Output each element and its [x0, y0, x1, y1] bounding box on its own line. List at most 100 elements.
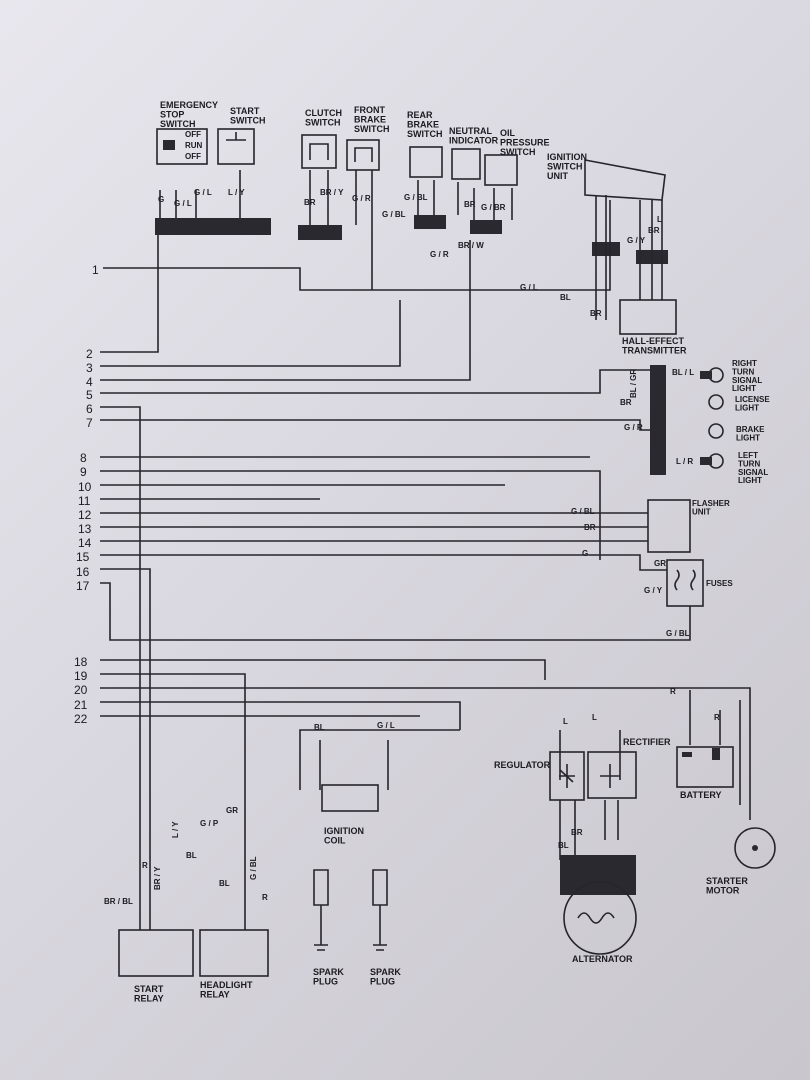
wire-label-bl-1: BL	[560, 293, 571, 302]
num-19: 19	[74, 669, 88, 683]
rectifier: RECTIFIER	[587, 737, 671, 799]
num-13: 13	[78, 522, 92, 536]
num-7: 7	[86, 416, 93, 430]
wire-label-gr-4: GR	[226, 806, 238, 815]
wire-label-gbl-4: G / BL	[666, 629, 690, 638]
num-1: 1	[92, 263, 99, 277]
wire-label-l-2: L	[563, 717, 568, 726]
num-9: 9	[80, 465, 87, 479]
switch-pos-run: RUN	[185, 141, 203, 150]
switch-pos-off-2: OFF	[185, 152, 201, 161]
num-3: 3	[86, 361, 93, 375]
wire-label-gbl-2: G / BL	[404, 193, 428, 202]
wire-label-gr-fuse: GR	[654, 559, 666, 568]
wiring-lines	[100, 170, 751, 930]
num-20: 20	[74, 683, 88, 697]
num-12: 12	[78, 508, 92, 522]
wire-label-gl-3: G / L	[520, 283, 538, 292]
connector-block-4	[470, 220, 502, 234]
wire-label-gl-4: G / L	[377, 721, 395, 730]
tail-connector-block	[650, 365, 666, 475]
connector-numbers: 1 2 3 4 5 6 7 8 9 10 11 12 13 14 15 16 1…	[74, 263, 99, 726]
wire-label-bl-3: BL	[219, 879, 230, 888]
num-21: 21	[74, 698, 88, 712]
wire-label-gy-2: G / Y	[644, 586, 663, 595]
wire-label-r-3: R	[670, 687, 676, 696]
wire-label-r-2: R	[262, 893, 268, 902]
wire-label-ly-2: L / Y	[171, 821, 180, 838]
wire-label-gl-2: G / L	[194, 188, 212, 197]
alternator: ALTERNATOR	[560, 855, 637, 964]
wire-label-gbl-1: G / BL	[382, 210, 406, 219]
battery: BATTERY	[676, 746, 734, 800]
num-2: 2	[86, 347, 93, 361]
wire-label-brw: BR / W	[458, 241, 484, 250]
num-22: 22	[74, 712, 88, 726]
wire-label-ly: L / Y	[228, 188, 245, 197]
num-11: 11	[78, 494, 91, 508]
wire-label-g-2: G	[582, 549, 588, 558]
wire-label-gr-2: G / R	[430, 250, 449, 259]
wire-label-br-4: BR	[648, 226, 660, 235]
num-15: 15	[76, 550, 90, 564]
wire-label-r-4: R	[714, 713, 720, 722]
wire-label-gr-3: G / R	[624, 423, 643, 432]
fuses: FUSES GR G / Y G / BL	[644, 559, 733, 638]
wire-label-gbl-5: G / BL	[249, 856, 258, 880]
num-16: 16	[76, 565, 90, 579]
wire-label-g: G	[158, 195, 164, 204]
switch-pos-off-1: OFF	[185, 130, 201, 139]
regulator-label: REGULATOR	[494, 760, 551, 770]
wire-label-bl-2: BL	[186, 851, 197, 860]
connector-block-1	[155, 218, 271, 235]
wire-label-bll: BL / L	[672, 368, 694, 377]
wire-label-gl-1: G / L	[174, 199, 192, 208]
wire-label-bl-4: BL	[314, 723, 325, 732]
connector-block-2	[298, 225, 342, 240]
rectifier-label: RECTIFIER	[623, 737, 671, 747]
wire-label-lr: L / R	[676, 457, 693, 466]
wire-label-bl-5: BL	[558, 841, 569, 850]
num-14: 14	[78, 536, 92, 550]
num-18: 18	[74, 655, 88, 669]
fuses-label: FUSES	[706, 579, 733, 588]
num-17: 17	[76, 579, 90, 593]
wire-label-gp: G / P	[200, 819, 219, 828]
wire-label-bry-2: BR / Y	[153, 866, 162, 890]
regulator: REGULATOR	[494, 751, 585, 801]
wire-label-gr-1: G / R	[352, 194, 371, 203]
wire-label-blgr: BL / GR	[629, 369, 638, 398]
